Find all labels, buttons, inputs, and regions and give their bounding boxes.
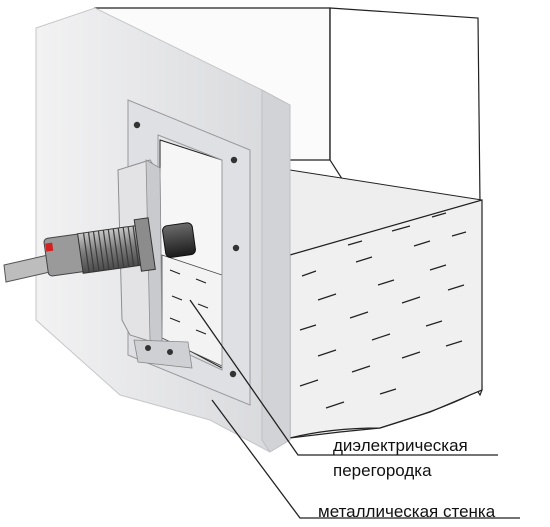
bolt-icon (133, 121, 141, 129)
label-dielectric-partition-line1: диэлектрическая (333, 436, 468, 455)
bolt-icon (230, 156, 238, 164)
liquid-texture (299, 212, 467, 409)
leader-metal-wall (211, 399, 520, 519)
label-dielectric-partition-line2: перегородка (333, 461, 432, 480)
capacitive-sensor-icon (3, 217, 196, 283)
bolt-icon (232, 244, 240, 252)
label-metal-wall: металлическая стенка (318, 502, 496, 521)
leader-dielectric (189, 299, 498, 456)
bolt-icon (229, 370, 237, 378)
leader-lines (189, 299, 520, 519)
metal-wall-edge (261, 89, 291, 453)
